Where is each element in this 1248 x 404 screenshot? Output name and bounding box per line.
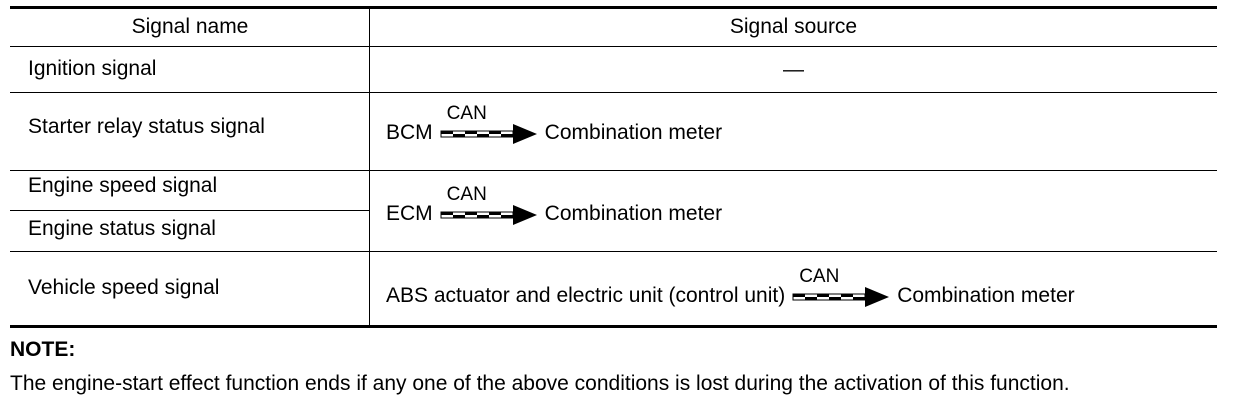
note-text: The engine-start effect function ends if… <box>10 372 1070 395</box>
signal-name-engine-speed: Engine speed signal <box>28 174 218 197</box>
can-label: CAN <box>446 103 487 124</box>
source-bcm: BCM <box>386 121 433 144</box>
header-signal-source: Signal source <box>729 15 858 38</box>
can-label: CAN <box>799 266 840 287</box>
row1-bottom-border <box>10 92 1217 93</box>
destination-combination-meter: Combination meter <box>544 202 723 225</box>
destination-combination-meter: Combination meter <box>897 284 1075 307</box>
signal-name-engine-status: Engine status signal <box>28 217 216 240</box>
table-bottom-border <box>10 325 1217 328</box>
column-divider <box>369 6 370 326</box>
signal-name-starter-relay: Starter relay status signal <box>28 115 265 138</box>
source-abs-actuator: ABS actuator and electric unit (control … <box>386 284 786 307</box>
signal-source-ecm: ECM CAN Combination meter <box>386 185 723 229</box>
signal-source-abs: ABS actuator and electric unit (control … <box>386 267 1075 311</box>
header-signal-name: Signal name <box>131 15 249 38</box>
can-communication-arrow-icon: CAN <box>437 185 541 229</box>
signal-name-ignition: Ignition signal <box>28 57 157 80</box>
note-title: NOTE: <box>10 338 76 361</box>
can-label: CAN <box>446 184 487 205</box>
can-communication-arrow-icon: CAN <box>789 267 893 311</box>
signal-source-none: — <box>783 58 804 81</box>
row4-bottom-border <box>10 251 1217 252</box>
can-communication-arrow-icon: CAN <box>437 104 541 148</box>
source-ecm: ECM <box>386 202 433 225</box>
row3-inner-divider <box>10 210 370 211</box>
signal-name-vehicle-speed: Vehicle speed signal <box>28 276 220 299</box>
signal-source-bcm: BCM CAN Combination meter <box>386 104 723 148</box>
destination-combination-meter: Combination meter <box>544 121 723 144</box>
table-top-border <box>10 6 1217 9</box>
row2-bottom-border <box>10 170 1217 171</box>
header-bottom-border <box>10 46 1217 47</box>
